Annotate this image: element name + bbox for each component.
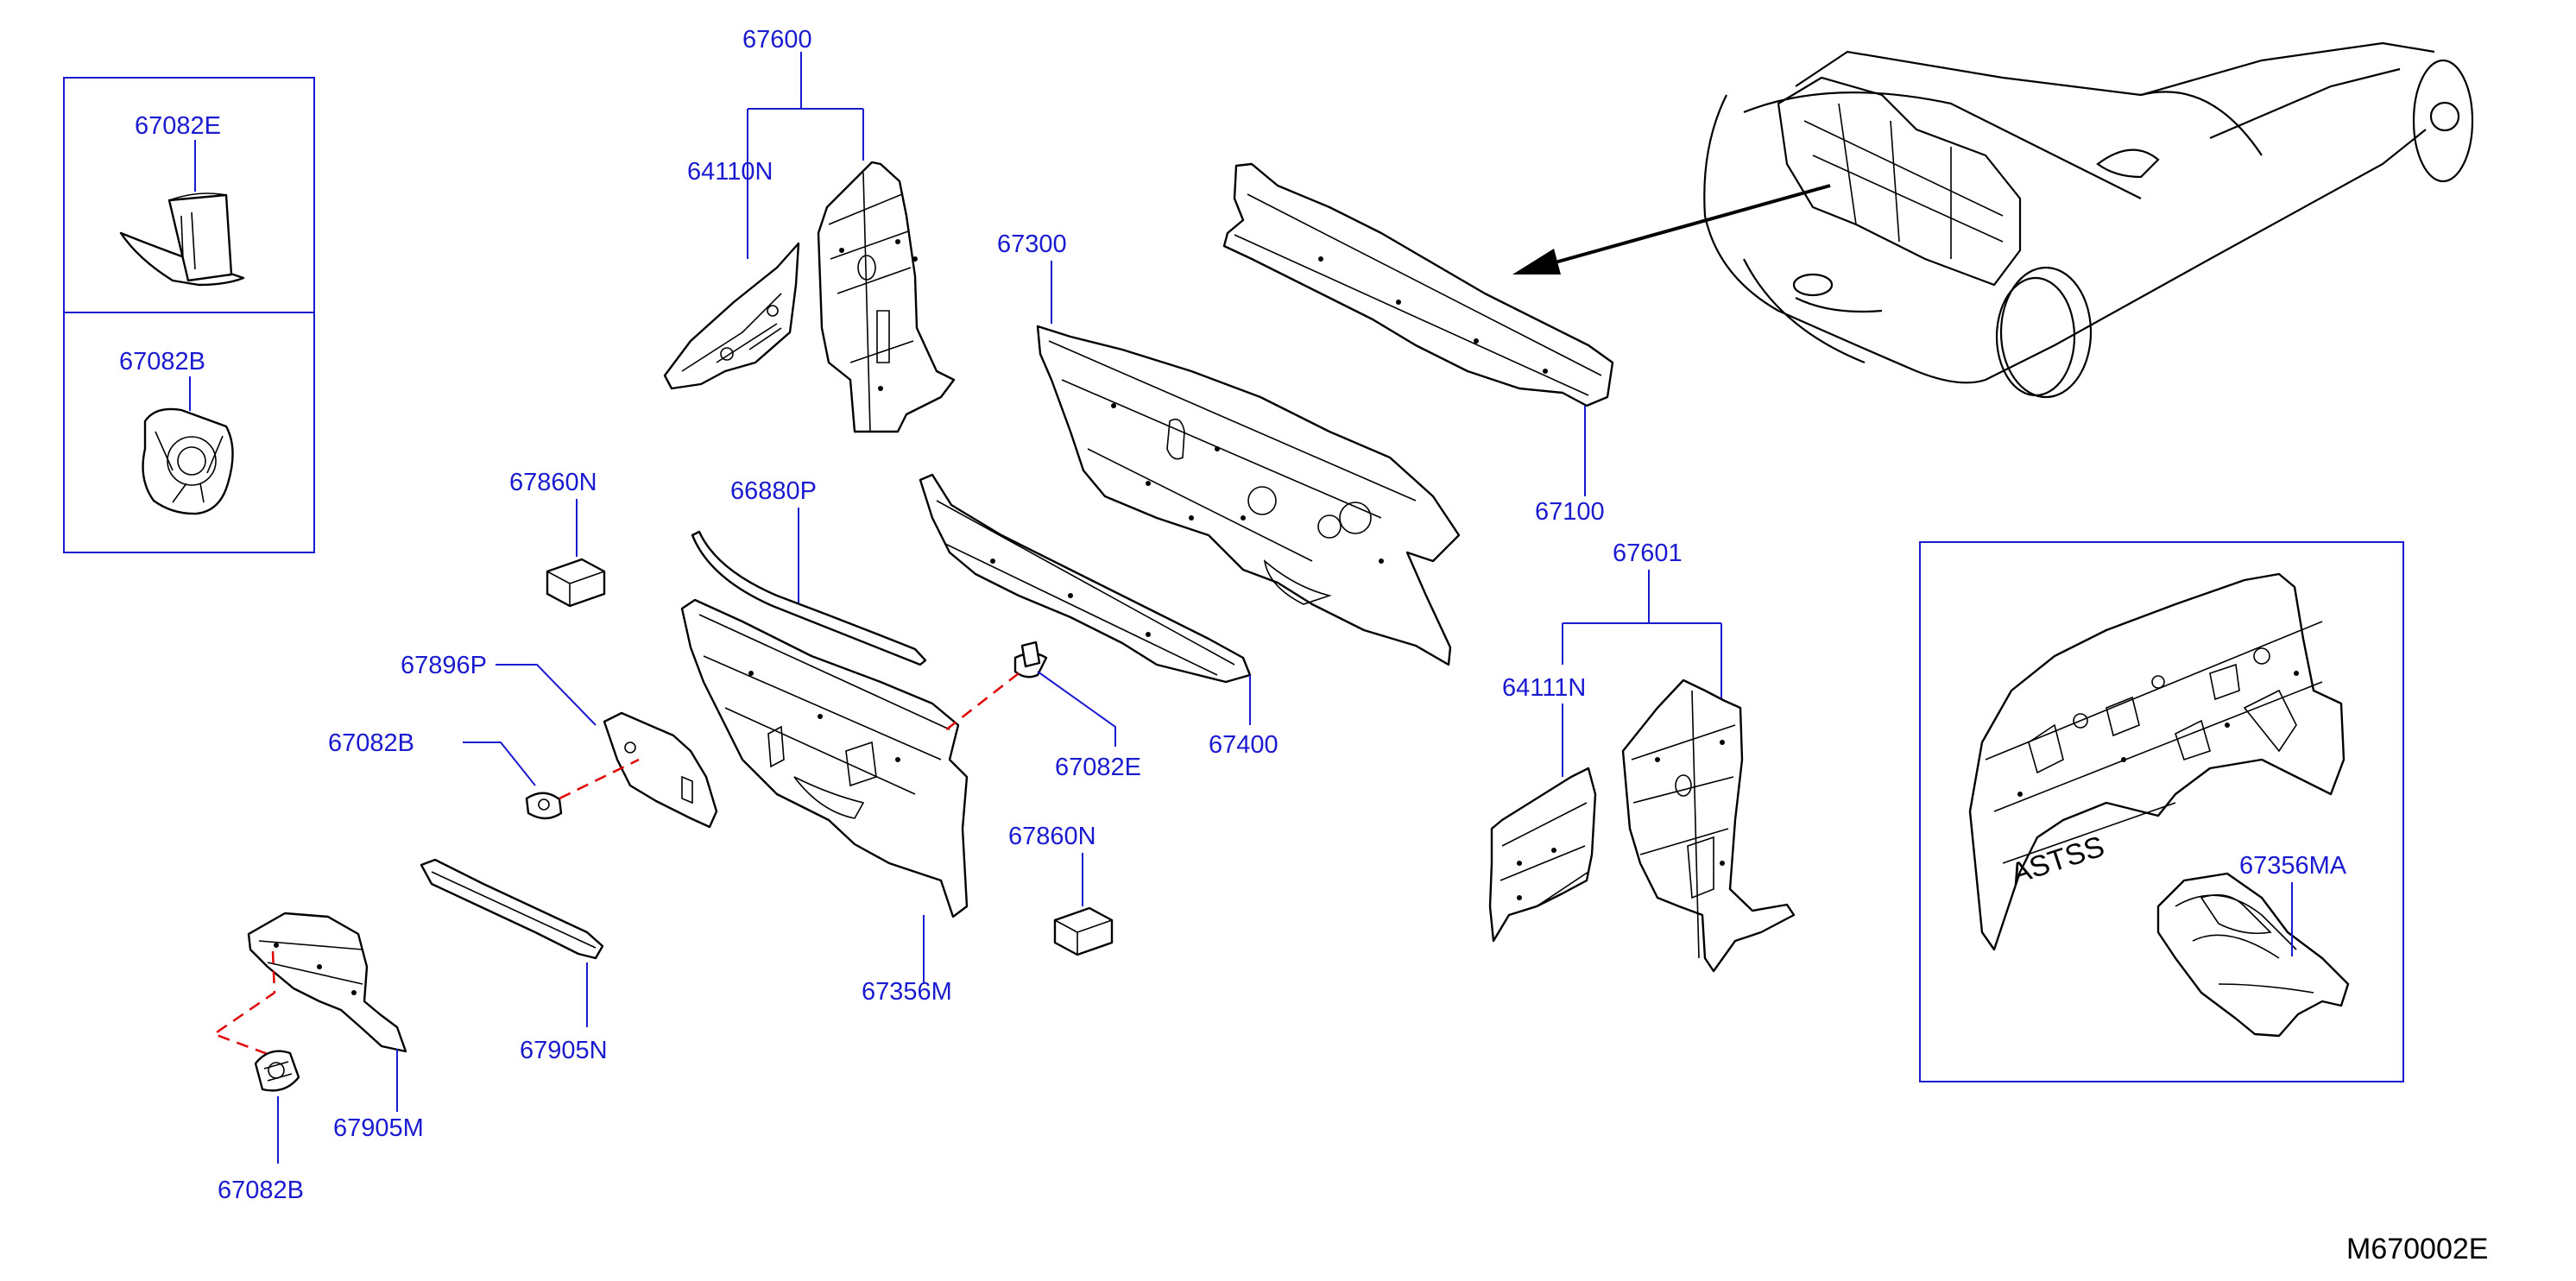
callout-67300: 67300 bbox=[997, 230, 1067, 258]
leader-67082e-mid bbox=[1037, 671, 1116, 747]
part-67600-pillar bbox=[817, 161, 956, 433]
leader-67082b-mid bbox=[463, 741, 536, 786]
part-67860n-b bbox=[1053, 906, 1114, 956]
callout-67082b-top: 67082B bbox=[119, 348, 205, 375]
reference-arrow bbox=[1512, 184, 1831, 274]
part-67400 bbox=[919, 473, 1252, 684]
link-67905m-a bbox=[212, 950, 276, 1058]
vehicle-illustration bbox=[1703, 41, 2474, 399]
clip-67082e-mid bbox=[1013, 640, 1048, 678]
callout-64110n: 64110N bbox=[687, 158, 773, 186]
callout-67082b-mid: 67082B bbox=[328, 729, 414, 757]
link-67082b-to-pad bbox=[559, 758, 640, 800]
part-67300 bbox=[1036, 325, 1461, 666]
callout-67082b-bot: 67082B bbox=[218, 1177, 304, 1204]
callout-64111n: 64111N bbox=[1502, 674, 1586, 702]
callout-67082e-top: 67082E bbox=[135, 112, 221, 140]
part-insulator-assembly: ASTSS bbox=[1968, 572, 2346, 951]
callout-67860n-a: 67860N bbox=[509, 469, 597, 496]
part-64111n bbox=[1488, 767, 1597, 943]
callout-67600: 67600 bbox=[742, 26, 812, 54]
callout-67860n-b: 67860N bbox=[1008, 823, 1096, 850]
callout-67356ma: 67356MA bbox=[2239, 852, 2347, 880]
diagram-code: M670002E bbox=[2346, 1233, 2488, 1265]
callout-67601: 67601 bbox=[1613, 540, 1683, 567]
part-67356ma bbox=[2156, 872, 2350, 1038]
link-67082e-to-panel bbox=[940, 672, 1020, 735]
part-67905n bbox=[420, 858, 604, 960]
callout-67905m: 67905M bbox=[333, 1114, 424, 1142]
part-67905m bbox=[247, 912, 407, 1053]
callout-67905n: 67905N bbox=[520, 1037, 608, 1064]
part-67100 bbox=[1222, 162, 1614, 407]
callout-67082e-mid: 67082E bbox=[1055, 754, 1141, 781]
leader-67896p bbox=[496, 664, 597, 726]
detail-frame-insulator bbox=[1919, 541, 2404, 1082]
callout-67356m: 67356M bbox=[862, 978, 952, 1006]
part-64110n bbox=[663, 242, 800, 390]
clip-67082b-bot bbox=[254, 1050, 300, 1092]
callout-67896p: 67896P bbox=[401, 652, 487, 679]
callout-66880p: 66880P bbox=[730, 477, 817, 505]
part-67356m bbox=[680, 598, 969, 918]
part-67601-pillar bbox=[1621, 678, 1796, 973]
part-67860n-a bbox=[546, 558, 606, 608]
part-67896p bbox=[603, 711, 718, 829]
clip-67082b-mid bbox=[525, 792, 563, 820]
detail-frame-clips bbox=[63, 77, 315, 553]
callout-67100: 67100 bbox=[1535, 498, 1605, 526]
clip-67082b-top bbox=[142, 407, 234, 515]
part-66880p bbox=[691, 530, 927, 666]
callout-67400: 67400 bbox=[1209, 731, 1279, 759]
clip-67082e-top bbox=[119, 192, 245, 287]
